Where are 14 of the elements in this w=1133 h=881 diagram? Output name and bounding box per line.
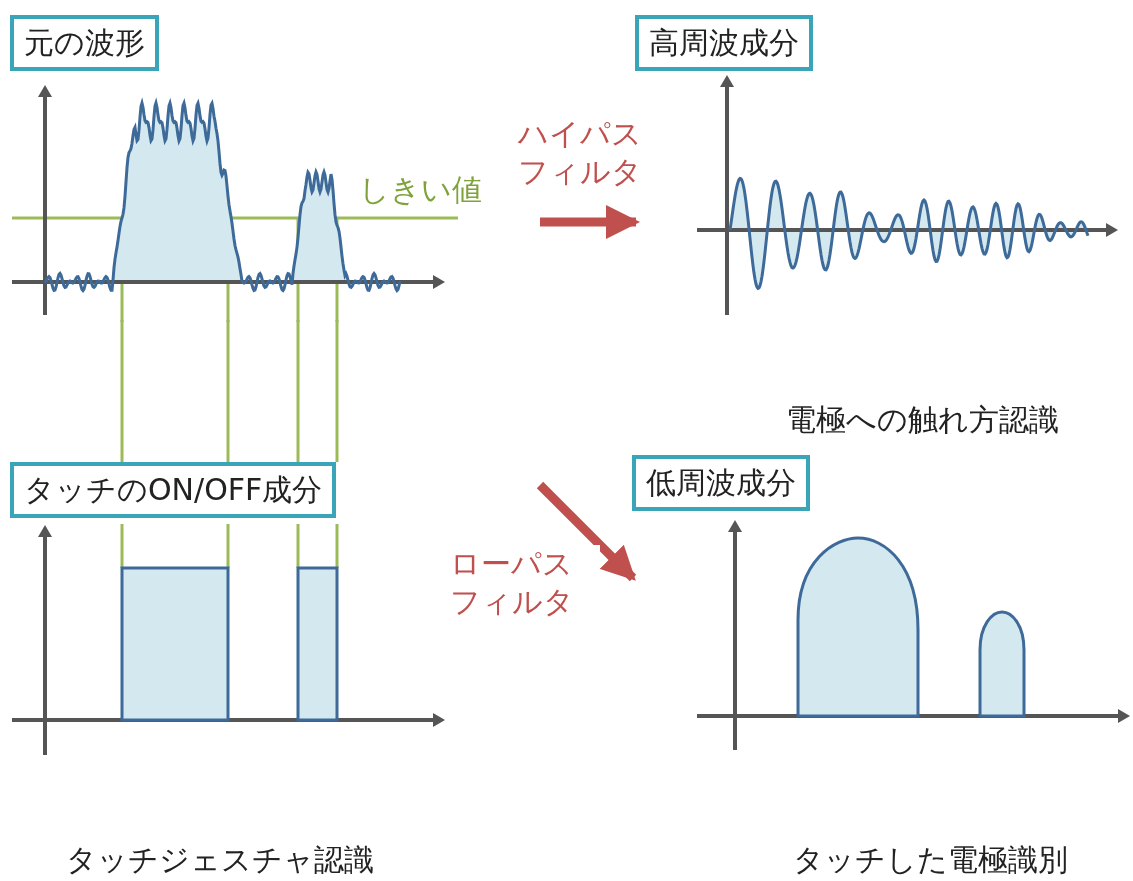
caption-text: タッチジェスチャ認識 — [66, 841, 374, 879]
guide-line — [335, 320, 339, 462]
guide-line — [120, 320, 124, 462]
panel-heading: 低周波成分 — [632, 455, 810, 511]
panel-heading: 高周波成分 — [635, 15, 813, 71]
panel-heading: タッチのON/OFF成分 — [10, 462, 337, 518]
arrow — [540, 205, 640, 239]
threshold-label: しきい値 — [358, 171, 482, 209]
guide-line — [226, 320, 230, 462]
caption-text: 電極への触れ方認識 — [785, 401, 1059, 439]
panel-heading: 元の波形 — [10, 15, 159, 71]
arrow — [536, 481, 637, 582]
guide-line — [296, 320, 300, 462]
caption-text: タッチした電極識別 — [792, 841, 1068, 879]
